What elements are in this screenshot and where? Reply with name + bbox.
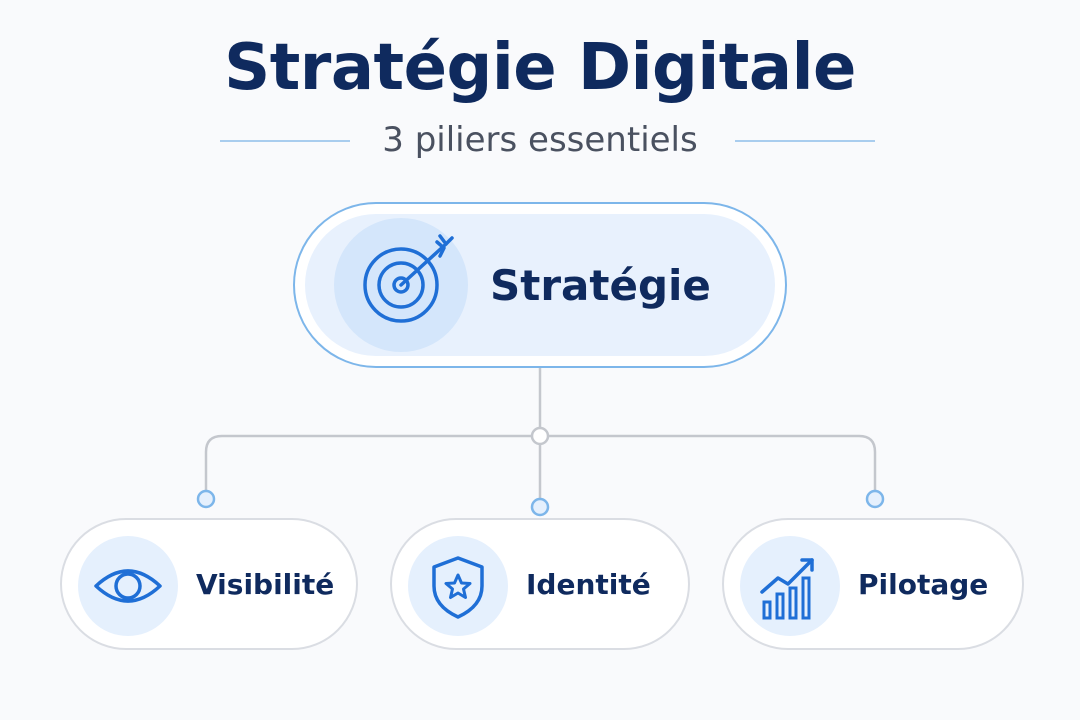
branch-connector-left — [204, 434, 531, 491]
pillar-icon-badge — [78, 536, 178, 636]
shield-star-icon — [432, 556, 484, 619]
root-icon-badge — [334, 218, 468, 352]
pillar-label: Visibilité — [196, 568, 335, 601]
diagram-subtitle: 3 piliers essentiels — [382, 120, 698, 160]
subtitle-row: 3 piliers essentiels — [0, 118, 1080, 162]
pillar-node-pilotage: Pilotage — [722, 518, 1024, 650]
endpoint-dot-right — [865, 489, 885, 509]
target-arrow-icon — [363, 234, 454, 323]
diagram-title: Stratégie Digitale — [224, 31, 856, 105]
root-node-label: Stratégie — [490, 261, 711, 310]
endpoint-dot-center — [530, 497, 550, 517]
junction-dot — [530, 426, 550, 446]
pillar-label: Identité — [526, 568, 651, 601]
pillar-icon-badge — [740, 536, 840, 636]
subtitle-divider-right — [735, 140, 875, 142]
endpoint-dot-left — [196, 489, 216, 509]
subtitle-divider-left — [220, 140, 350, 142]
pillar-label: Pilotage — [858, 568, 989, 601]
branch-connector-right — [549, 434, 877, 491]
eye-icon — [94, 569, 162, 603]
growth-chart-icon — [760, 558, 814, 620]
pillar-node-visibilite: Visibilité — [60, 518, 358, 650]
pillar-node-identite: Identité — [390, 518, 690, 650]
pillar-icon-badge — [408, 536, 508, 636]
